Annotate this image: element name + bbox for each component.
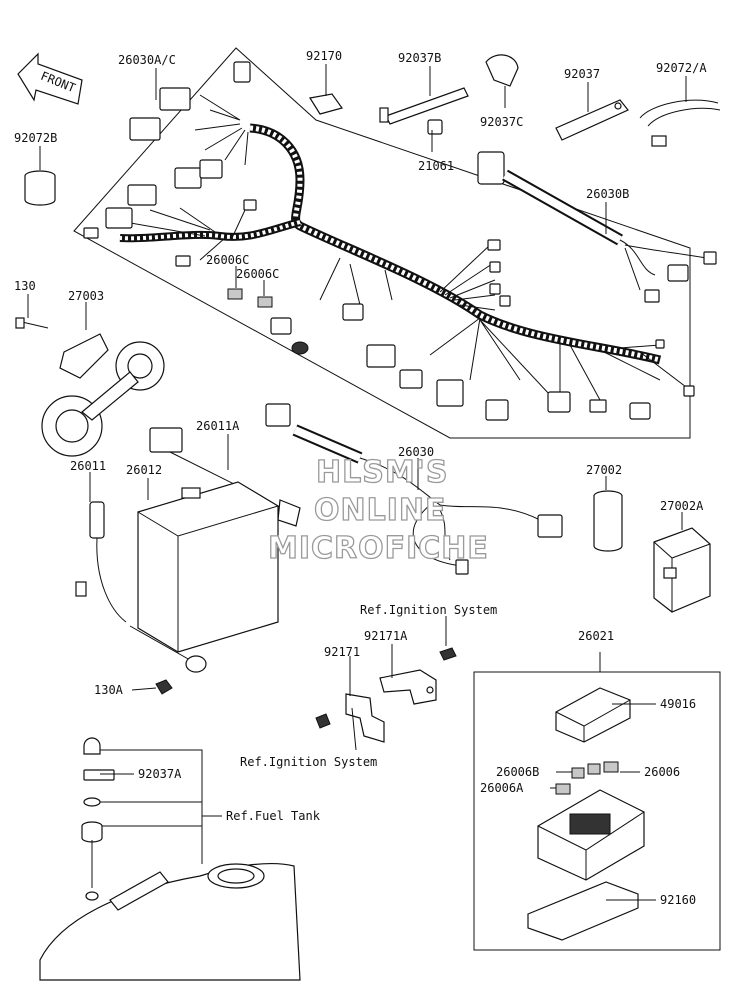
- label-92171: 92171: [324, 645, 360, 659]
- label-92072B: 92072B: [14, 131, 57, 145]
- label-92160: 92160: [660, 893, 696, 907]
- label-26006C-2: 26006C: [236, 267, 279, 281]
- clamp-92170: [309, 93, 343, 115]
- label-27002: 27002: [586, 463, 622, 477]
- tie-92072A: [639, 99, 721, 147]
- sub-harness-26030B: [477, 151, 717, 303]
- fuel-tank-mount-parts: [39, 737, 301, 981]
- bolt-130A: [155, 679, 173, 695]
- fuse-box-group-outline: [473, 671, 721, 951]
- label-92037A: 92037A: [138, 767, 182, 781]
- watermark-line-3: MICROFICHE: [268, 531, 489, 566]
- label-26030B: 26030B: [586, 187, 629, 201]
- horn-27003: [15, 317, 165, 457]
- label-26030: 26030: [398, 445, 434, 459]
- label-92037B: 92037B: [398, 51, 441, 65]
- label-92072A: 92072/A: [656, 61, 707, 75]
- ref-ignition-system-top: Ref.Ignition System: [360, 603, 497, 617]
- label-49016: 49016: [660, 697, 696, 711]
- watermark-line-1: HLSM'S: [316, 455, 448, 490]
- label-26030AC: 26030A/C: [118, 53, 176, 67]
- label-26012: 26012: [126, 463, 162, 477]
- bracket-92171: [315, 693, 385, 743]
- watermark: HLSM'S ONLINE MICROFICHE: [267, 454, 489, 566]
- battery-cable-26011: [75, 501, 207, 673]
- main-wiring-harness: [83, 61, 695, 421]
- battery-26012: [137, 481, 279, 653]
- relay-21061: [427, 119, 443, 135]
- label-26006C-1: 26006C: [206, 253, 249, 267]
- clamp-92037C: [485, 54, 519, 87]
- label-21061: 21061: [418, 159, 454, 173]
- watermark-line-2: ONLINE: [314, 493, 447, 528]
- label-92037: 92037: [564, 67, 600, 81]
- label-27002A: 27002A: [660, 499, 704, 513]
- label-26021: 26021: [578, 629, 614, 643]
- label-26011A: 26011A: [196, 419, 240, 433]
- label-130: 130: [14, 279, 36, 293]
- relay-27002A: [653, 527, 711, 613]
- harness-outline: [73, 47, 691, 439]
- label-26006B: 26006B: [496, 765, 539, 779]
- reference-notes: Ref.Ignition System Ref.Ignition System …: [226, 603, 497, 823]
- front-arrow-icon: FRONT: [17, 52, 83, 105]
- label-92170: 92170: [306, 49, 342, 63]
- ref-fuel-tank: Ref.Fuel Tank: [226, 809, 321, 823]
- label-130A: 130A: [94, 683, 124, 697]
- label-26006A: 26006A: [480, 781, 524, 795]
- leader-lines: [27, 64, 687, 901]
- band-92037: [555, 99, 629, 141]
- relay-27002: [593, 490, 623, 552]
- sleeve-92072B: [24, 170, 56, 206]
- label-92037C: 92037C: [480, 115, 523, 129]
- part-labels: 26030A/C 92170 92037B 92037 92072/A 9207…: [14, 49, 707, 907]
- bracket-92037B: [379, 87, 469, 125]
- label-27003: 27003: [68, 289, 104, 303]
- sub-harness-26030: [265, 403, 563, 575]
- label-26011: 26011: [70, 459, 106, 473]
- ref-ignition-system-bottom: Ref.Ignition System: [240, 755, 377, 769]
- fuse-box-26021: [527, 687, 645, 941]
- label-26006: 26006: [644, 765, 680, 779]
- label-92171A: 92171A: [364, 629, 408, 643]
- bracket-92171A: [379, 647, 457, 705]
